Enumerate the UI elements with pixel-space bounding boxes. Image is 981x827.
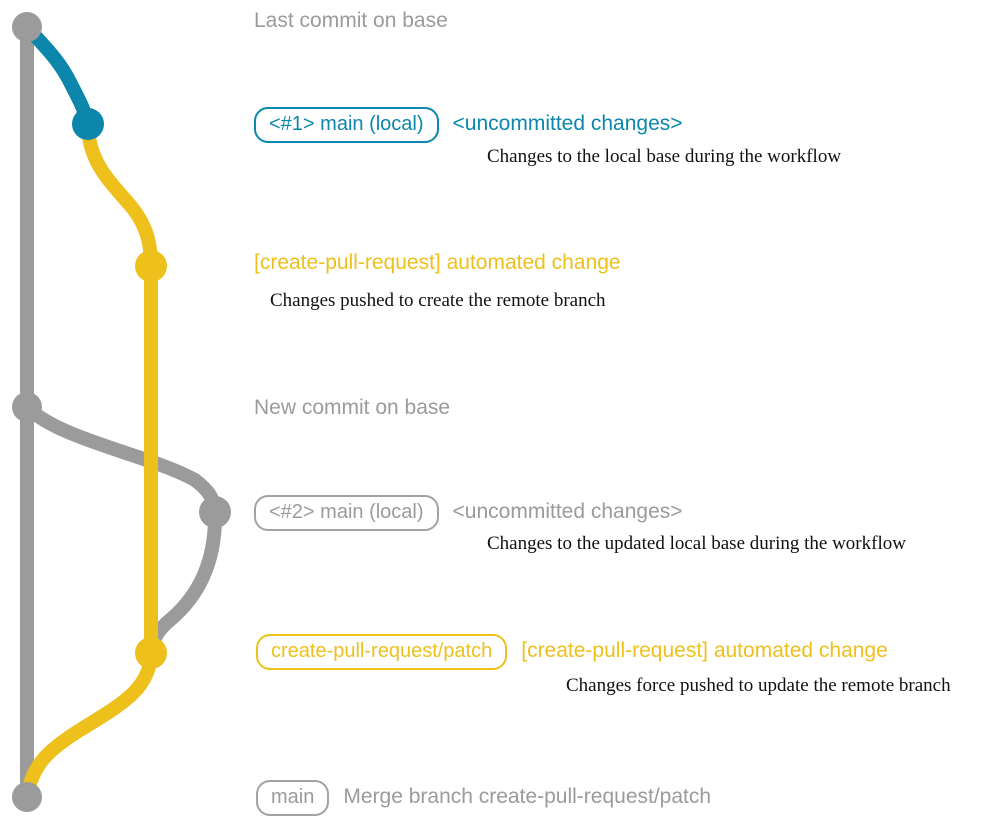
commit-subject-last-commit-on-base: Last commit on base xyxy=(254,9,448,32)
branch-ref-badge-create-pull-request-patch[interactable]: create-pull-request/patch xyxy=(256,634,508,670)
commit-row-commit-3: <#2> main (local) <uncommitted changes> xyxy=(254,495,683,531)
local2-to-remote-branch-line xyxy=(144,505,223,660)
commit-subject-commit-3: <uncommitted changes> xyxy=(452,500,683,523)
commit-subject-commit-2: [create-pull-request] automated change xyxy=(254,251,621,274)
branch-ref-badge-main[interactable]: main xyxy=(256,780,330,816)
remote-to-base-merge-line xyxy=(20,646,158,804)
commit-row-commit-1: <#1> main (local) <uncommitted changes> xyxy=(254,107,683,143)
commit-row-last-commit-on-base: Last commit on base xyxy=(254,9,448,32)
commit-row-commit-4: create-pull-request/patch [create-pull-r… xyxy=(256,634,888,670)
commit-body-commit-2: Changes pushed to create the remote bran… xyxy=(270,290,606,311)
commit-row-new-commit-on-base: New commit on base xyxy=(254,396,450,419)
commit-node-commit-5[interactable] xyxy=(12,782,42,812)
commit-node-commit-4[interactable] xyxy=(135,637,167,669)
local1-to-remote-branch-line xyxy=(81,117,158,273)
commit-row-commit-2: [create-pull-request] automated change xyxy=(254,251,621,274)
commit-body-commit-4: Changes force pushed to update the remot… xyxy=(566,675,951,696)
commit-subject-new-commit-on-base: New commit on base xyxy=(254,396,451,419)
branch-ref-badge-main-local-2[interactable]: <#2> main (local) xyxy=(254,495,439,531)
commit-body-commit-1: Changes to the local base during the wor… xyxy=(487,146,842,167)
branch-ref-badge-main-local-1[interactable]: <#1> main (local) xyxy=(254,107,439,143)
commit-node-new-commit-on-base[interactable] xyxy=(12,392,42,422)
commit-row-commit-5: main Merge branch create-pull-request/pa… xyxy=(256,780,711,816)
commit-subject-commit-4: [create-pull-request] automated change xyxy=(521,639,888,662)
commit-body-commit-3: Changes to the updated local base during… xyxy=(487,533,906,554)
commit-node-last-commit-on-base[interactable] xyxy=(12,12,42,42)
commit-node-commit-1[interactable] xyxy=(72,108,104,140)
commit-node-commit-3[interactable] xyxy=(199,496,231,528)
base-to-local1-branch-line xyxy=(20,20,95,131)
base-to-local2-branch-line xyxy=(20,400,222,519)
commit-subject-commit-1: <uncommitted changes> xyxy=(452,112,683,135)
commit-node-commit-2[interactable] xyxy=(135,250,167,282)
commit-subject-commit-5: Merge branch create-pull-request/patch xyxy=(343,785,712,808)
